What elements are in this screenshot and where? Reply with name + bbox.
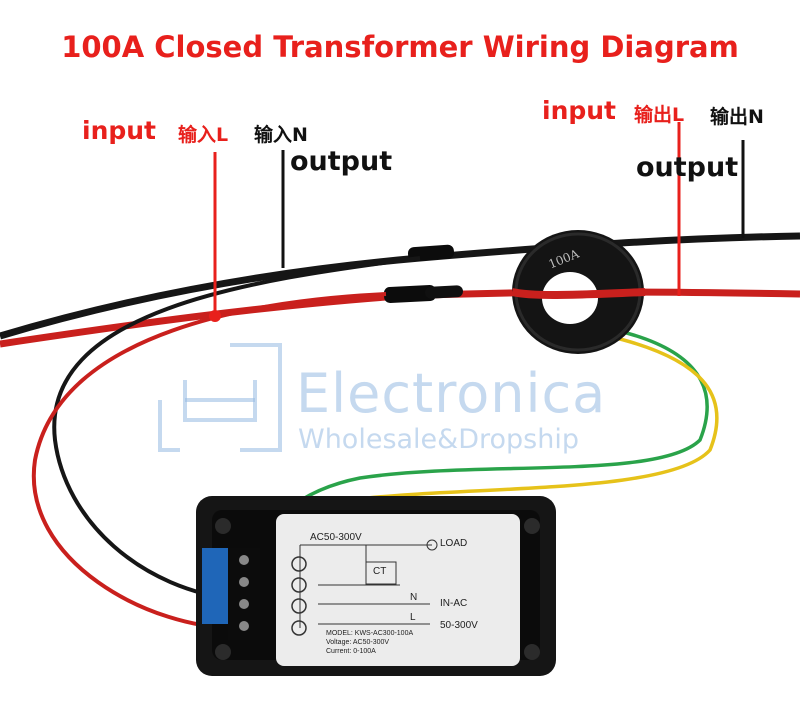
meter-current: Current: 0-100A [326, 648, 376, 655]
meter-l: L [410, 612, 416, 623]
label-output-l-right: 输出L [634, 104, 685, 126]
current-transformer [511, 230, 646, 354]
label-output-left: output [290, 146, 393, 177]
meter-in-ac: IN-AC [440, 598, 468, 609]
label-input-left: input [82, 116, 157, 145]
page-title: 100A Closed Transformer Wiring Diagram [61, 30, 739, 64]
meter-model: MODEL: KWS-AC300-100A [326, 630, 414, 637]
meter-voltage: Voltage: AC50-300V [326, 639, 390, 646]
watermark-brand: Electronica [296, 362, 607, 425]
meter-range: 50-300V [440, 620, 478, 631]
splice-red [383, 284, 437, 304]
watermark-tagline: Wholesale&Dropship [298, 424, 579, 455]
meter-load: LOAD [440, 538, 468, 549]
watermark-logo-icon [158, 343, 282, 452]
meter-live-wire [31, 292, 387, 631]
meter-ct: CT [373, 566, 387, 577]
label-input-n-left: 输入N [254, 124, 308, 146]
label-input-l-left: 输入L [178, 124, 229, 146]
energy-meter [196, 496, 556, 676]
meter-supply: AC50-300V [310, 532, 362, 543]
label-input-right: input [542, 96, 617, 125]
meter-n: N [410, 592, 418, 603]
label-output-n-right: 输出N [710, 106, 764, 128]
label-output-right: output [636, 152, 739, 183]
meter-label [276, 514, 520, 666]
